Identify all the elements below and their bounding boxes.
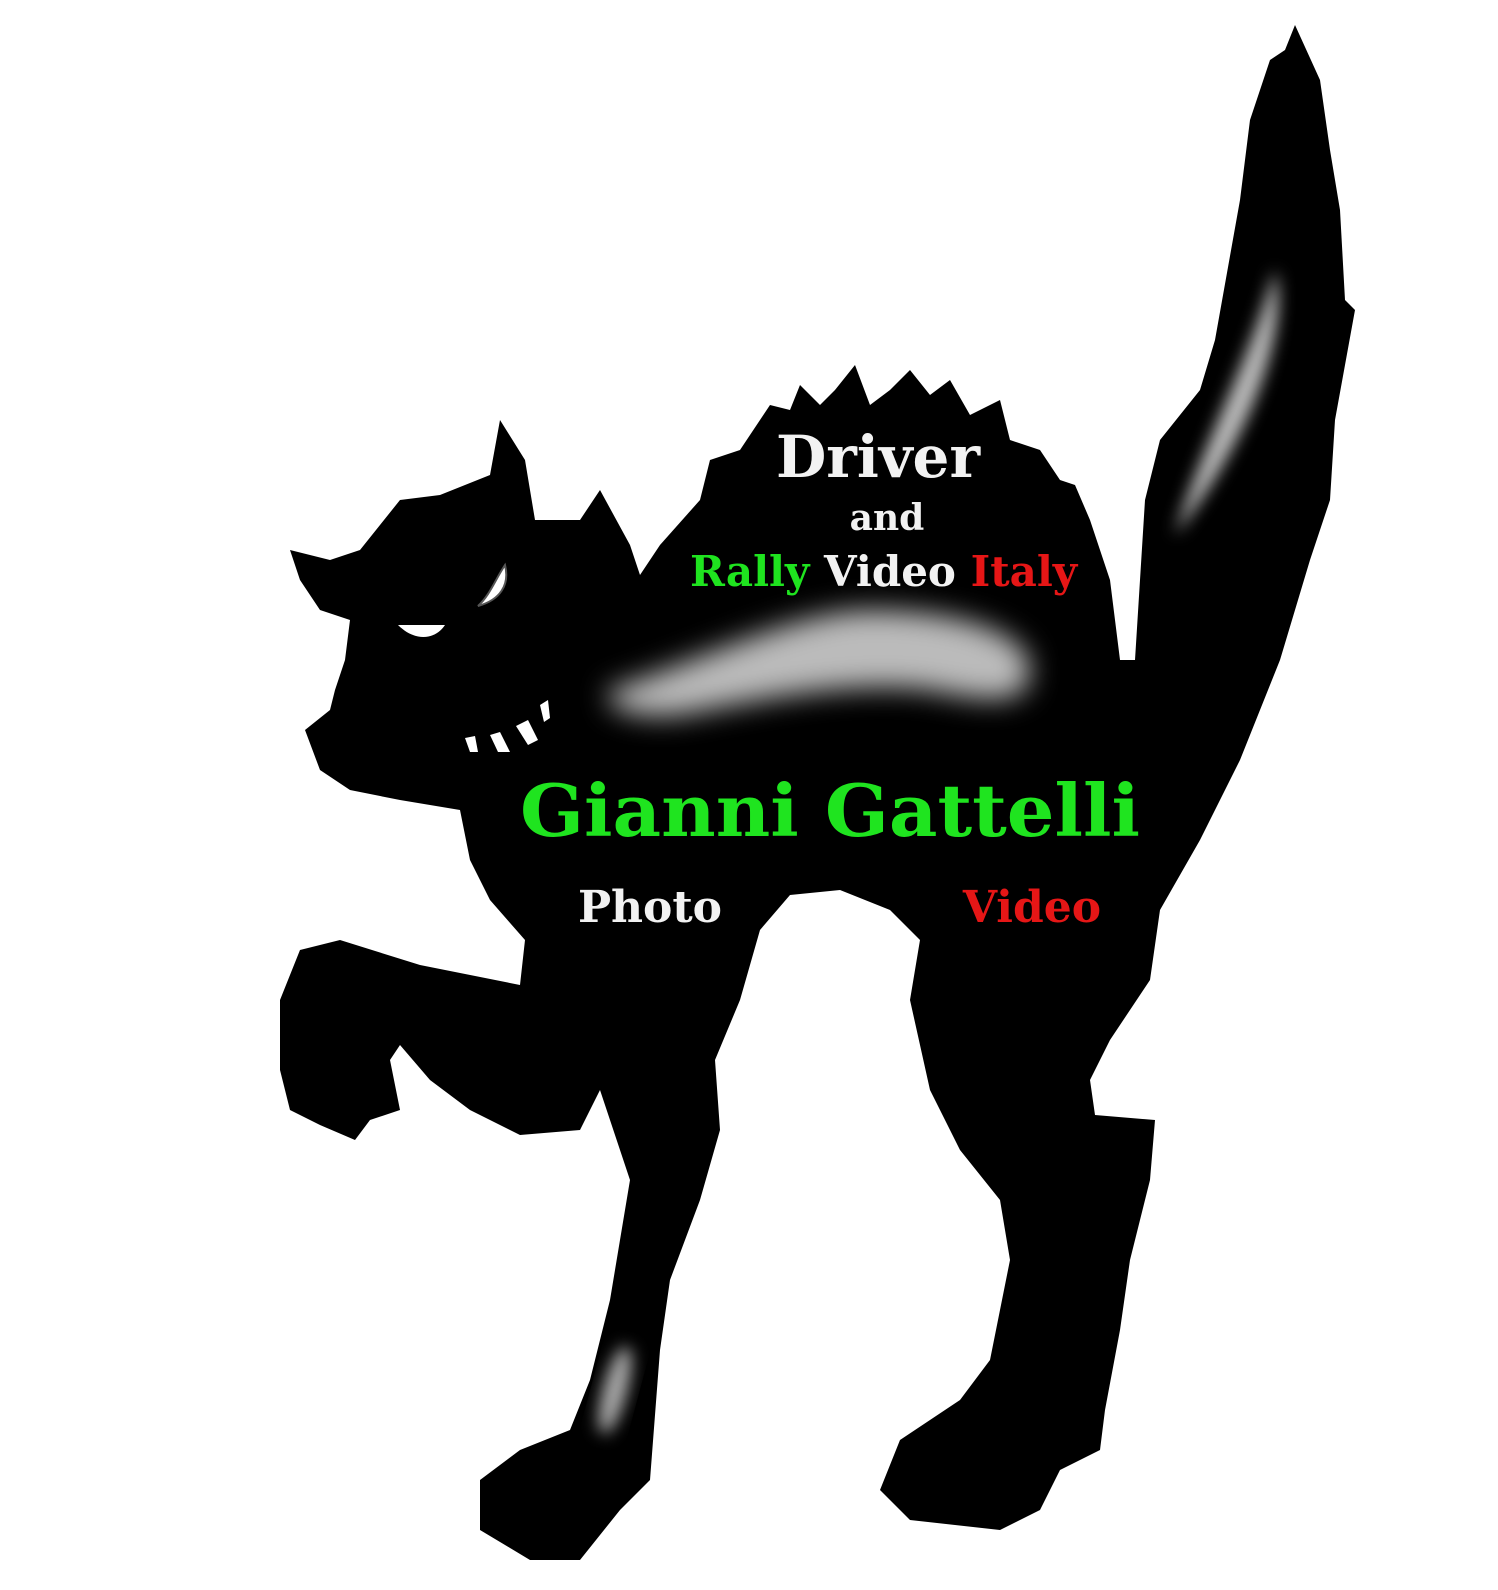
leg-highlight (598, 1346, 632, 1434)
name-gianni-gattelli: Gianni Gattelli (520, 768, 1140, 853)
tail-highlight (1175, 270, 1279, 535)
service-video: Video (962, 882, 1101, 933)
back-highlight (608, 610, 1030, 716)
teeth (465, 700, 550, 752)
title-driver: Driver (776, 423, 981, 491)
word-rally: Rally (690, 547, 811, 596)
word-video: Video (823, 547, 956, 596)
service-photo: Photo (578, 882, 722, 933)
word-italy: Italy (971, 547, 1079, 596)
eye-right-icon (477, 562, 508, 607)
title-rally-video-italy: Rally Video Italy (690, 547, 1079, 596)
eye-left-icon (398, 625, 445, 638)
cat-silhouette (280, 25, 1355, 1560)
title-and: and (850, 497, 925, 539)
